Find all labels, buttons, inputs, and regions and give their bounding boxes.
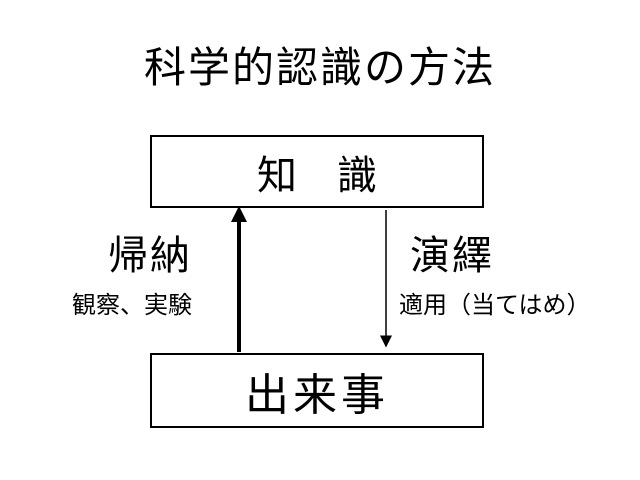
induction-label: 帰納 — [108, 233, 192, 279]
deduction-label: 演繹 — [410, 233, 494, 279]
diagram-title: 科学的認識の方法 — [143, 43, 496, 92]
deduction-sublabel: 適用（当てはめ） — [399, 291, 591, 319]
knowledge-label: 知識 — [257, 152, 417, 199]
events-box: 出来事 — [150, 353, 484, 428]
events-label: 出来事 — [245, 369, 389, 421]
induction-sublabel: 観察、実験 — [72, 291, 192, 319]
knowledge-box: 知識 — [150, 135, 484, 208]
